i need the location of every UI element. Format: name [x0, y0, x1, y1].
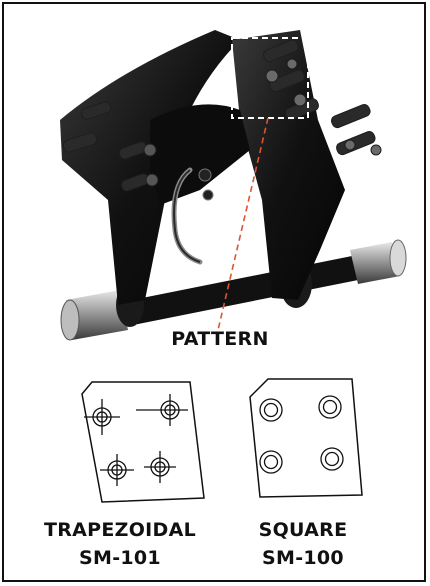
suspension-bracket-photo [60, 30, 407, 341]
right-bracket-plate [232, 30, 345, 300]
trapezoidal-pattern-diagram [81, 381, 205, 503]
square-name: SQUARE [258, 519, 348, 541]
square-code: SM-100 [262, 547, 344, 569]
pattern-callout-box [231, 37, 309, 119]
trapezoidal-code: SM-101 [79, 547, 161, 569]
pattern-callout-line [217, 117, 269, 331]
trapezoidal-name: TRAPEZOIDAL [43, 519, 197, 541]
square-pattern-diagram [249, 378, 363, 498]
cross-shaft [60, 239, 407, 341]
pattern-callout-label: PATTERN [171, 328, 269, 350]
trapezoidal-caption: TRAPEZOIDAL SM-101 [40, 516, 200, 572]
mounting-studs [62, 39, 382, 192]
square-caption: SQUARE SM-100 [233, 516, 373, 572]
